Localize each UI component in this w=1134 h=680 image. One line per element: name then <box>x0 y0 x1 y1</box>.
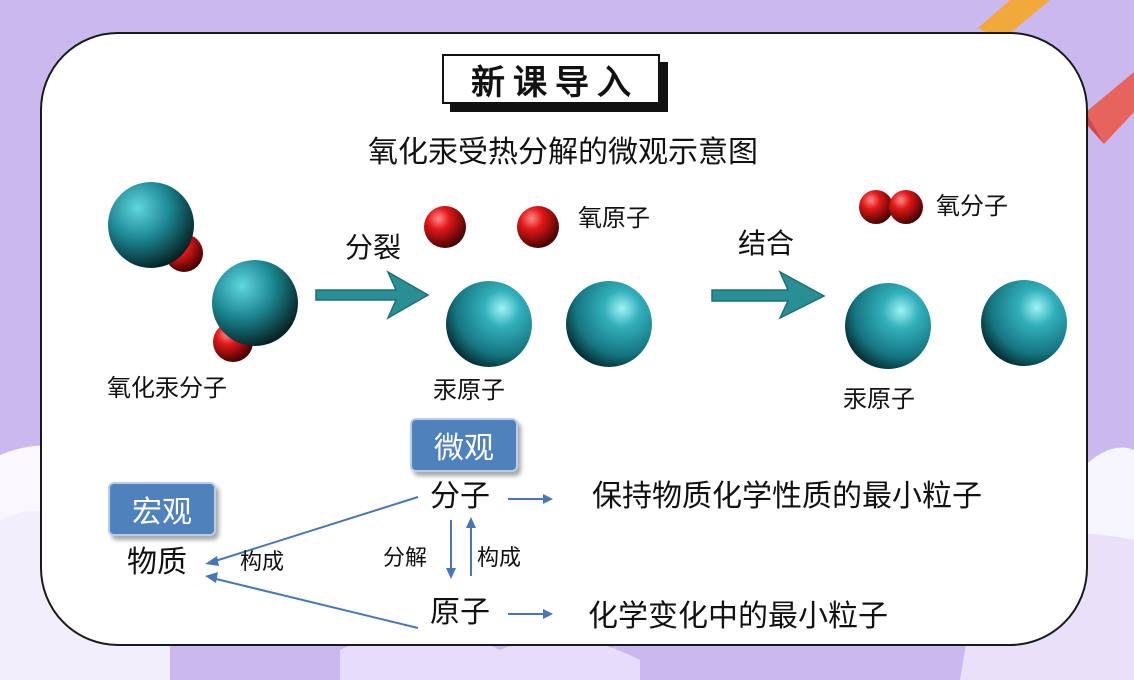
label-decompose: 分解 <box>383 546 428 571</box>
label-mercury-oxide-molecule: 氧化汞分子 <box>107 374 227 402</box>
macro-badge: 宏观 <box>108 482 216 536</box>
split-arrow-icon <box>315 270 430 320</box>
mercury-atom-3 <box>845 283 931 369</box>
oxygen-molecule <box>859 190 923 224</box>
label-oxygen-molecule: 氧分子 <box>936 192 1008 220</box>
arrow-atom-to-matter <box>211 577 419 629</box>
label-mercury-atom-right: 汞原子 <box>843 385 915 413</box>
pencil-yellow-shape <box>978 0 1050 40</box>
atom-definition: 化学变化中的最小粒子 <box>588 599 888 634</box>
oxygen-atom-1 <box>424 206 466 248</box>
concept-arrowheads <box>205 494 553 619</box>
oxygen-atom-2 <box>517 206 559 248</box>
pencil-red-shape <box>1086 72 1134 144</box>
label-mercury-atom-middle: 汞原子 <box>433 376 505 404</box>
mercury-atom-1 <box>446 281 532 367</box>
label-combine: 结合 <box>738 227 795 260</box>
mercury-atom-4 <box>981 280 1067 366</box>
mercury-oxide-molecule-1 <box>108 182 203 272</box>
label-constitute-left: 构成 <box>240 550 285 575</box>
arrow-molecule-to-matter <box>211 496 419 563</box>
slide-title: 新课导入 <box>442 54 660 104</box>
slide-title-box: 新课导入 <box>442 54 668 112</box>
label-oxygen-atom: 氧原子 <box>578 204 650 232</box>
mercury-atom-2 <box>566 281 652 367</box>
label-split: 分裂 <box>345 231 402 264</box>
molecule-definition: 保持物质化学性质的最小粒子 <box>592 479 982 514</box>
concept-atom: 原子 <box>430 595 490 630</box>
combine-arrow-icon <box>711 270 826 320</box>
label-constitute-right: 构成 <box>477 546 522 571</box>
concept-matter: 物质 <box>127 545 187 580</box>
micro-badge: 微观 <box>410 418 518 472</box>
concept-arrows <box>211 496 546 629</box>
mercury-oxide-molecule-2 <box>212 260 298 362</box>
diagram-subtitle: 氧化汞受热分解的微观示意图 <box>368 135 758 170</box>
concept-molecule: 分子 <box>430 479 490 514</box>
